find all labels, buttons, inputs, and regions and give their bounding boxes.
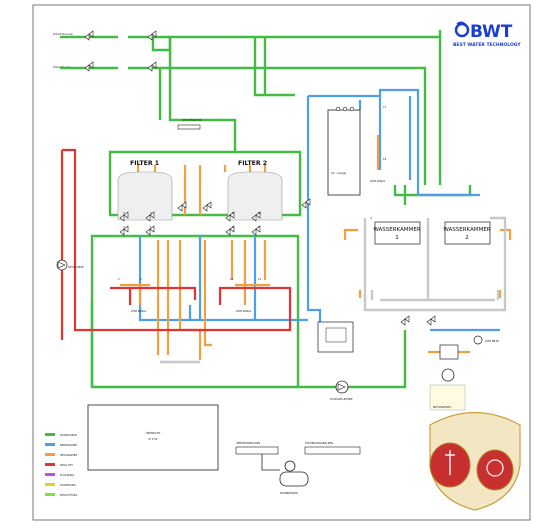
valve-4: 4 bbox=[150, 211, 152, 215]
title-block: ÜBERSICHT M 1:50 bbox=[87, 404, 219, 471]
verteiler-label: VERTEILERBALKEN bbox=[236, 441, 260, 445]
uv-unit: UV - Anlage 17 18 ZUM KANAL bbox=[327, 105, 387, 196]
filter-2-label: FILTER 2 bbox=[238, 160, 267, 167]
water-chambers: WASSERKAMMER 1 WASSERKAMMER 2 bbox=[363, 216, 507, 312]
dosing-unit: ZUM NETZ bbox=[439, 335, 499, 360]
kompressor-label: KOMPRESSOR bbox=[280, 491, 298, 495]
valve-11: 11 bbox=[230, 277, 234, 281]
brand-tagline: BEST WATER TECHNOLOGY bbox=[453, 42, 521, 48]
stutzen-label: STUTZENROHR bbox=[182, 118, 202, 122]
rueckspuelpumpe: RÜCKSPÜLPUMPE bbox=[330, 380, 353, 401]
steuerung-label: STEUERUNGSBALKEN bbox=[305, 441, 333, 445]
bwt-logo: BWT BEST WATER TECHNOLOGY bbox=[453, 21, 521, 48]
valve-numbers-filter-1: 3 4 2 1 5 6 bbox=[118, 211, 152, 281]
chamber-2-title: WASSERKAMMER bbox=[443, 227, 490, 233]
kompressor: KOMPRESSOR bbox=[261, 454, 309, 495]
title-line-2: M 1:50 bbox=[149, 437, 158, 441]
raw-water-piping bbox=[60, 30, 472, 389]
legend-label: SPÜLWASSER bbox=[60, 452, 77, 457]
legend-swatch bbox=[45, 453, 55, 456]
flushing-air-piping bbox=[60, 148, 292, 340]
legend-swatch bbox=[45, 443, 55, 446]
chamber-2-box bbox=[444, 221, 491, 245]
legend-swatch bbox=[45, 493, 55, 496]
valve-numbers-filter-2: 9 10 8 7 11 12 bbox=[230, 211, 262, 281]
filter-1: FILTER 1 bbox=[117, 160, 173, 221]
valve-5: 5 bbox=[118, 277, 120, 281]
chamber-2-number: 2 bbox=[465, 235, 469, 241]
valve-7: 7 bbox=[258, 225, 260, 229]
uv-valve-17: 17 bbox=[383, 105, 387, 109]
chamber-1-number: 1 bbox=[395, 235, 399, 241]
legend-label: FLOCKUNG bbox=[60, 473, 74, 477]
uv-valve-18: 18 bbox=[383, 157, 387, 161]
steuerung-panel: STEUERUNGSBALKEN bbox=[304, 441, 361, 455]
filter-2: FILTER 2 bbox=[227, 160, 283, 221]
valve-2: 2 bbox=[123, 225, 125, 229]
legend: ROHWASSER REINWASSER SPÜLWASSER SPÜLLUFT FLO… bbox=[45, 433, 77, 497]
inlet-label-1: Zulauf Brunnen bbox=[53, 32, 73, 36]
legend-label: DOSIERUNG bbox=[60, 483, 76, 487]
title-line-1: ÜBERSICHT bbox=[146, 430, 161, 435]
rueckspuelpumpe-label: RÜCKSPÜLPUMPE bbox=[330, 396, 353, 401]
valve-symbols bbox=[84, 30, 436, 326]
valve-6: 6 bbox=[140, 277, 142, 281]
valve-10: 10 bbox=[258, 211, 262, 215]
motor-valve: MOTORVENTIL bbox=[429, 368, 466, 411]
verteiler-panel: VERTEILERBALKEN bbox=[235, 441, 279, 455]
filter-1-label: FILTER 1 bbox=[130, 160, 159, 167]
legend-swatch bbox=[45, 433, 55, 436]
stutzen-pipe bbox=[177, 124, 201, 130]
valve-8: 8 bbox=[232, 225, 234, 229]
chamber-1-title: WASSERKAMMER bbox=[373, 227, 420, 233]
kanal-left: ZUM KANAL bbox=[131, 309, 147, 313]
legend-swatch bbox=[45, 463, 55, 466]
legend-label: ENTLÜFTUNG bbox=[60, 492, 77, 497]
valve-9: 9 bbox=[232, 211, 234, 215]
coat-of-arms bbox=[429, 411, 521, 511]
valve-1: 1 bbox=[150, 225, 152, 229]
legend-label: ROHWASSER bbox=[60, 433, 77, 437]
valve-3: 3 bbox=[123, 211, 125, 215]
uv-kanal: ZUM KANAL bbox=[370, 179, 386, 183]
control-cabinet bbox=[317, 321, 354, 353]
brand-name: BWT bbox=[470, 22, 513, 42]
motor-label: MOTORVENTIL bbox=[433, 405, 452, 409]
valve-12: 12 bbox=[258, 277, 262, 281]
legend-label: REINWASSER bbox=[60, 443, 77, 447]
legend-swatch bbox=[45, 483, 55, 486]
spuelpumpe-label: SPÜLPUMPE bbox=[68, 264, 84, 269]
uv-label: UV - Anlage bbox=[331, 171, 347, 175]
chamber-1-box bbox=[374, 221, 421, 245]
legend-label: SPÜLLUFT bbox=[60, 462, 73, 467]
legend-swatch bbox=[45, 473, 55, 476]
spuelpumpe: SPÜLPUMPE bbox=[56, 259, 84, 271]
outlet-label: ZUM NETZ bbox=[485, 339, 499, 343]
kanal-right: ZUM KANAL bbox=[236, 309, 252, 313]
